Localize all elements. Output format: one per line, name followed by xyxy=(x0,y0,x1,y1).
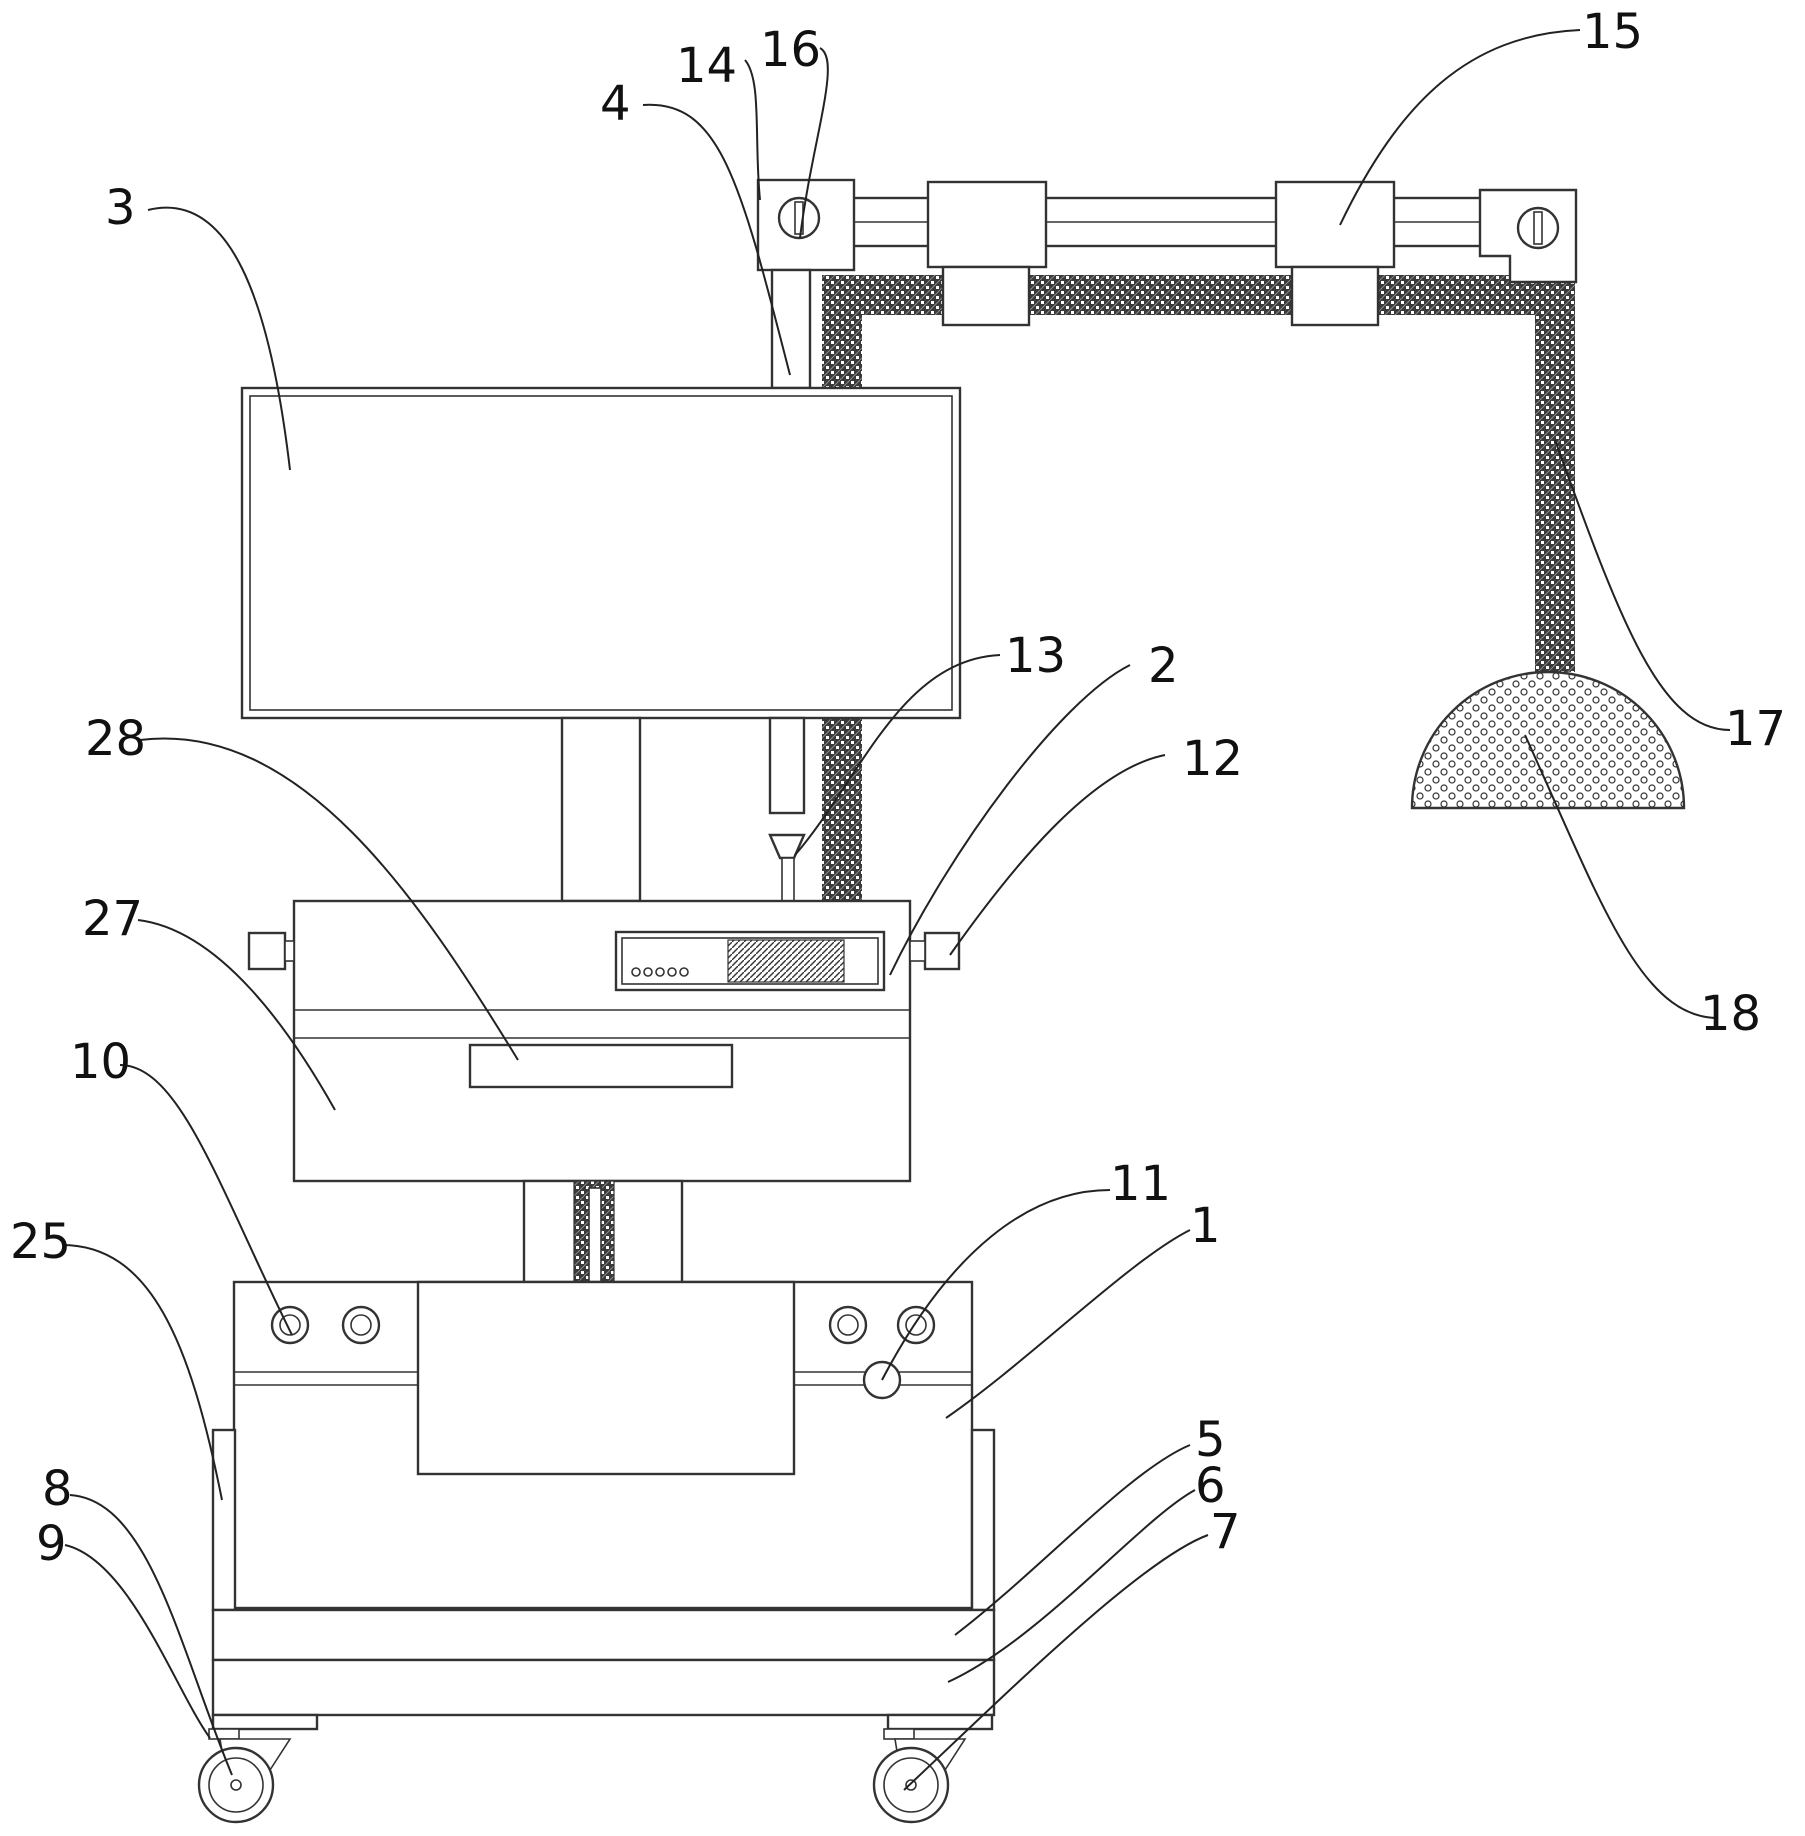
caster-left xyxy=(197,1713,319,1824)
lamp-head xyxy=(1410,670,1686,810)
base-cabinet xyxy=(211,1280,996,1612)
label-25: 25 xyxy=(10,1214,71,1270)
label-27: 27 xyxy=(82,891,143,947)
front-panel xyxy=(416,1280,796,1476)
label-4: 4 xyxy=(600,76,631,132)
label-11: 11 xyxy=(1110,1156,1171,1212)
label-8: 8 xyxy=(42,1461,73,1517)
screen-mast xyxy=(560,716,806,903)
label-9: 9 xyxy=(36,1516,67,1572)
label-15: 15 xyxy=(1582,4,1643,60)
label-18: 18 xyxy=(1700,986,1761,1042)
slider-left xyxy=(926,180,1048,269)
lower-column xyxy=(522,1179,684,1286)
indicator-lights xyxy=(631,967,689,977)
caster-right xyxy=(872,1713,994,1824)
nozzle xyxy=(768,833,806,860)
label-13: 13 xyxy=(1005,628,1066,684)
console-housing xyxy=(247,899,961,1183)
label-6: 6 xyxy=(1195,1458,1226,1514)
label-16: 16 xyxy=(760,22,821,78)
label-5: 5 xyxy=(1195,1412,1226,1468)
display-screen xyxy=(240,386,962,720)
bottom-plates xyxy=(211,1608,996,1717)
label-12: 12 xyxy=(1182,731,1243,787)
leader-lines xyxy=(61,29,1731,1791)
label-7: 7 xyxy=(1210,1504,1241,1560)
label-3: 3 xyxy=(105,180,136,236)
reference-labels: 3 4 14 16 15 17 18 13 2 12 28 27 10 11 1… xyxy=(10,4,1786,1572)
slider-right xyxy=(1274,180,1396,269)
label-10: 10 xyxy=(70,1034,131,1090)
label-17: 17 xyxy=(1725,701,1786,757)
label-1: 1 xyxy=(1190,1198,1221,1254)
label-28: 28 xyxy=(85,711,146,767)
drawer-handle xyxy=(468,1043,734,1089)
label-2: 2 xyxy=(1148,638,1179,694)
label-14: 14 xyxy=(676,38,737,94)
